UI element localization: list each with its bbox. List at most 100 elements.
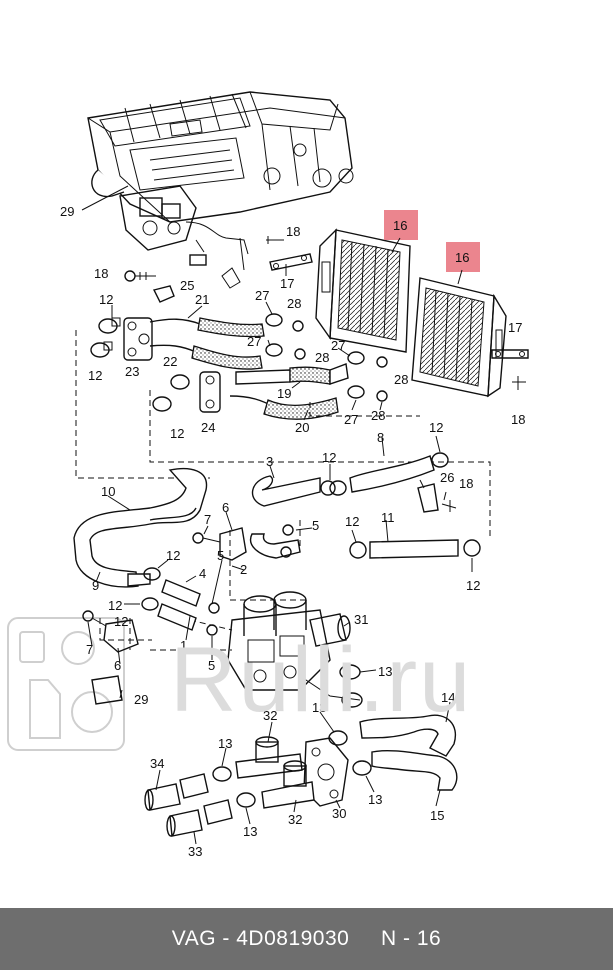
callout: 27 [255, 288, 269, 303]
hoses-19-20 [229, 363, 349, 420]
hoses-9-10 [73, 467, 208, 611]
heater-box-assembly [87, 91, 354, 223]
callout: 27 [247, 334, 261, 349]
callout: 18 [459, 476, 473, 491]
callout: 13 [312, 700, 326, 715]
callout: 4 [199, 566, 206, 581]
highlight-16-left [384, 210, 418, 240]
callout: 8 [377, 430, 384, 445]
callout: 12 [88, 368, 102, 383]
bolt-7-center [192, 532, 221, 544]
footer-brand: VAG [171, 927, 217, 950]
callout: 16 [455, 250, 469, 265]
control-valve-31 [227, 591, 361, 701]
callout: 16 [393, 218, 407, 233]
callout: 17 [280, 276, 294, 291]
bracket-26 [417, 483, 457, 513]
callout: 30 [332, 806, 346, 821]
callout: 32 [263, 708, 277, 723]
callout: 34 [150, 756, 164, 771]
callout: 13 [378, 664, 392, 679]
callout: 9 [92, 578, 99, 593]
callout: 12 [114, 614, 128, 629]
callout: 26 [440, 470, 454, 485]
callout: 24 [201, 420, 215, 435]
washer-5-upper [282, 524, 294, 536]
stub-33 [166, 799, 233, 837]
callout: 28 [287, 296, 301, 311]
hose-11 [349, 539, 481, 559]
dashed-guides [75, 330, 491, 651]
grommet-29 [91, 675, 123, 705]
hose-2 [249, 533, 301, 559]
callout: 28 [371, 408, 385, 423]
callout: 33 [188, 844, 202, 859]
hoses-14-15 [339, 664, 458, 791]
clamp-13-bottom-a [212, 766, 232, 782]
hose-4-stubs [157, 579, 220, 636]
callout: 5 [217, 548, 224, 563]
callout: 13 [368, 792, 382, 807]
heat-exchanger-left [315, 228, 411, 353]
bolt-18-left [124, 270, 156, 282]
callout: 12 [322, 450, 336, 465]
pipes-32 [235, 736, 315, 809]
callout: 7 [86, 642, 93, 657]
callout-labels: 29 18 16 16 18 25 17 12 21 27 28 17 27 2… [60, 204, 525, 859]
highlight-16-right [446, 242, 480, 272]
callout: 19 [277, 386, 291, 401]
clip-25 [152, 285, 175, 303]
callout: 28 [394, 372, 408, 387]
callout: 23 [125, 364, 139, 379]
callout: 27 [331, 338, 345, 353]
callout: 21 [195, 292, 209, 307]
clamps-27-washers-28 [265, 313, 388, 402]
clamp-13-bottom-b [236, 792, 256, 808]
water-valve-top [91, 169, 249, 289]
stub-34 [144, 773, 209, 811]
clamp-12-hose3 [320, 480, 336, 496]
callout: 5 [208, 658, 215, 673]
heat-exchanger-right [411, 277, 507, 398]
clamp-13-right-a [328, 730, 348, 746]
washer-5-lower [280, 546, 292, 558]
callout: 12 [108, 598, 122, 613]
callout: 22 [163, 354, 177, 369]
footer-gap [349, 927, 381, 951]
callout: 13 [218, 736, 232, 751]
callout: 13 [243, 824, 257, 839]
callout: 7 [204, 512, 211, 527]
hose-3 [252, 475, 321, 507]
callout: 12 [466, 578, 480, 593]
callout: 12 [170, 426, 184, 441]
footer-bar: VAG - 4D0819030 N - 16 [0, 908, 613, 970]
flange-24 [199, 371, 221, 413]
callout: 6 [114, 658, 121, 673]
callout: 12 [429, 420, 443, 435]
leader-lines [81, 185, 473, 845]
footer-separator: - [216, 927, 237, 950]
callout: 20 [295, 420, 309, 435]
callout: 11 [381, 510, 395, 525]
callout: 29 [60, 204, 74, 219]
bolt-7-left [82, 610, 107, 627]
clamp-13-right-b [352, 760, 372, 776]
bracket-6-center [219, 527, 247, 561]
callout: 3 [266, 454, 273, 469]
callout: 12 [99, 292, 113, 307]
flange-23 [123, 317, 153, 361]
callout: 25 [180, 278, 194, 293]
callout: 18 [286, 224, 300, 239]
callout: 29 [134, 692, 148, 707]
bracket-17-right [491, 349, 529, 390]
clamps-12-left [90, 317, 121, 358]
bracket-6-left [103, 619, 139, 653]
callout: 17 [508, 320, 522, 335]
callout: 31 [354, 612, 368, 627]
callout: 32 [288, 812, 302, 827]
callout: 18 [511, 412, 525, 427]
callout: 1 [180, 638, 187, 653]
footer-page: N - 16 [381, 927, 442, 950]
callout: 14 [441, 690, 455, 705]
